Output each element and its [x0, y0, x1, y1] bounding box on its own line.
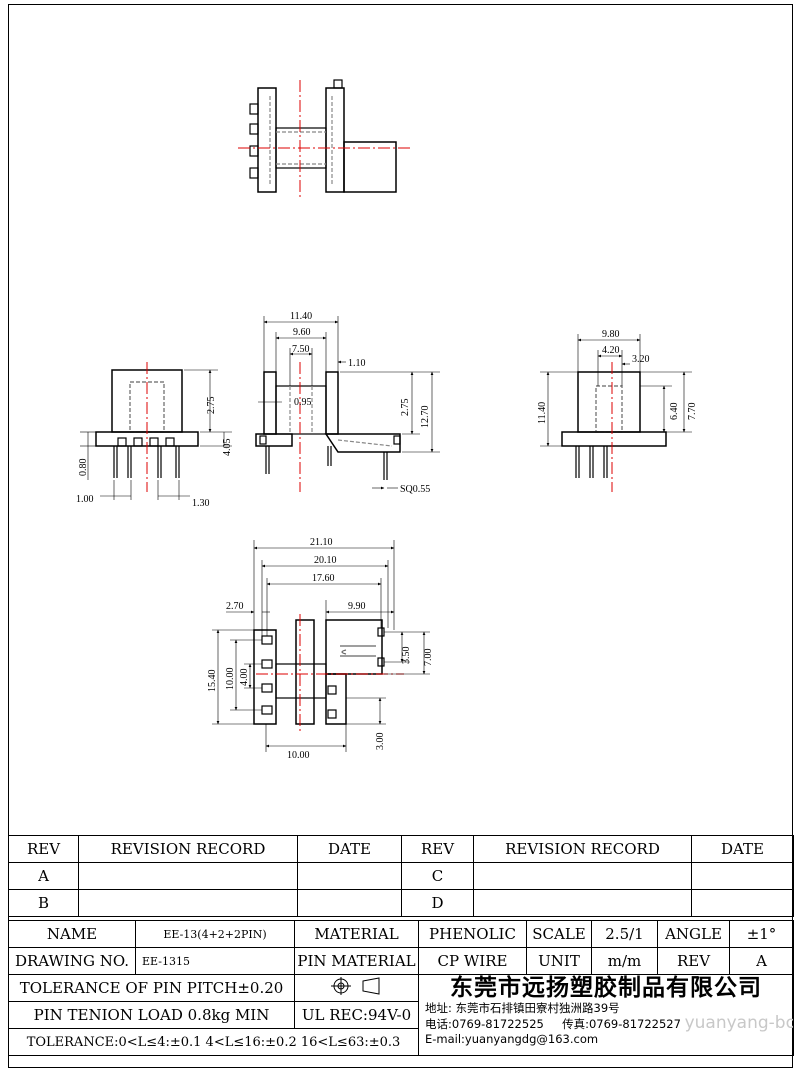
rev-cell: D	[401, 889, 474, 917]
drawing-no-label: DRAWING NO.	[8, 947, 136, 975]
projection-symbol	[294, 974, 419, 1002]
company-phone-fax: 电话:0769-81722525 传真:0769-81722527 yuanya…	[420, 1013, 793, 1033]
bottom-view	[212, 540, 430, 752]
dim-right-h1: 6.40	[669, 403, 680, 421]
record-cell	[78, 862, 298, 890]
scale-value: 2.5/1	[591, 920, 658, 948]
dim-bottom-w6: 10.00	[287, 750, 310, 761]
dim-right-core: 4.20	[602, 345, 620, 356]
dim-side-gap: 0.95	[294, 397, 312, 408]
ul-rating: UL REC:94V-0	[294, 1001, 419, 1029]
side-view	[255, 316, 440, 492]
dim-bottom-h6: 3.00	[375, 733, 386, 751]
dim-bottom-w3: 17.60	[312, 573, 335, 584]
dim-front-pin-b: 1.30	[192, 498, 210, 509]
table-row: A C	[8, 862, 794, 890]
dim-side-core: 7.50	[292, 344, 310, 355]
record-cell	[473, 889, 692, 917]
company-address: 地址: 东莞市石排镇田寮村独洲路39号	[425, 1001, 620, 1015]
right-view	[540, 334, 692, 492]
angle-value: ±1°	[729, 920, 794, 948]
title-block: NAME EE-13(4+2+2PIN) MATERIAL PHENOLIC S…	[8, 920, 794, 1056]
revision-record-header: REVISION RECORD	[78, 835, 298, 863]
dim-bottom-w1: 21.10	[310, 537, 333, 548]
dim-bottom-w2: 20.10	[314, 555, 337, 566]
dim-front-h2: 4.05	[222, 439, 233, 457]
name-value: EE-13(4+2+2PIN)	[135, 920, 295, 948]
front-view	[80, 362, 232, 500]
rev-label: REV	[657, 947, 730, 975]
scale-label: SCALE	[526, 920, 592, 948]
rev-header-2: REV	[401, 835, 474, 863]
watermark: yuanyang-bobbin.com	[684, 1013, 793, 1033]
date-cell	[691, 889, 794, 917]
company-fax: 传真:0769-81722527	[562, 1017, 681, 1031]
dim-bottom-h5: 7.00	[423, 649, 434, 667]
dim-side-inner: 9.60	[293, 327, 311, 338]
rev-header: REV	[8, 835, 79, 863]
revision-record-header-2: REVISION RECORD	[473, 835, 692, 863]
angle-label: ANGLE	[657, 920, 730, 948]
pin-tension: PIN TENION LOAD 0.8kg MIN	[8, 1001, 295, 1029]
unit-value: m/m	[591, 947, 658, 975]
rev-value: A	[729, 947, 794, 975]
material-label: MATERIAL	[294, 920, 419, 948]
date-header: DATE	[297, 835, 402, 863]
tolerance-pitch: TOLERANCE OF PIN PITCH±0.20	[8, 974, 295, 1002]
dim-right-gap: 3.20	[632, 354, 650, 365]
dim-bottom-h3: 4.00	[239, 669, 250, 687]
unit-label: UNIT	[526, 947, 592, 975]
record-cell	[78, 889, 298, 917]
dim-side-pin-sq: SQ0.55	[400, 484, 430, 495]
dim-right-h: 11.40	[537, 402, 548, 424]
pin-material-label: PIN MATERIAL	[294, 947, 419, 975]
company-phone: 电话:0769-81722525	[425, 1017, 544, 1031]
dim-right-h2: 7.70	[687, 403, 698, 421]
dim-side-h1: 2.75	[400, 399, 411, 417]
date-cell	[297, 889, 402, 917]
dim-bottom-h4: 3.50	[401, 647, 412, 665]
dim-front-h1: 2.75	[206, 397, 217, 415]
material-value: PHENOLIC	[418, 920, 527, 948]
dim-front-pin-len: 0.80	[78, 459, 89, 477]
dim-side-total-h: 12.70	[420, 406, 431, 429]
drawing-no-value: EE-1315	[135, 947, 295, 975]
dimension-labels: 11.40 9.60 7.50 1.10 0.95 2.75 12.70 SQ0…	[76, 311, 698, 761]
dim-bottom-h1: 15.40	[207, 670, 218, 693]
dim-right-w: 9.80	[602, 329, 620, 340]
name-label: NAME	[8, 920, 136, 948]
dim-side-width: 11.40	[290, 311, 312, 322]
dim-bottom-h2: 10.00	[225, 668, 236, 691]
date-cell	[691, 862, 794, 890]
top-view	[238, 79, 410, 200]
record-cell	[473, 862, 692, 890]
date-cell	[297, 862, 402, 890]
engineering-drawing: 11.40 9.60 7.50 1.10 0.95 2.75 12.70 SQ0…	[76, 79, 698, 761]
rev-cell: A	[8, 862, 79, 890]
pin-material-value: CP WIRE	[418, 947, 527, 975]
company-email: E-mail:yuanyangdg@163.com	[425, 1032, 599, 1046]
dim-front-pin-a: 1.00	[76, 494, 94, 505]
rev-cell: C	[401, 862, 474, 890]
revision-header-row: REV REVISION RECORD DATE REV REVISION RE…	[8, 835, 794, 863]
company-name: 东莞市远扬塑胶制品有限公司	[450, 975, 762, 1002]
dim-bottom-w5: 2.70	[226, 601, 244, 612]
date-header-2: DATE	[691, 835, 794, 863]
projection-icon	[330, 977, 379, 995]
dim-bottom-w4: 9.90	[348, 601, 366, 612]
dim-side-flange: 1.10	[348, 358, 366, 369]
table-row: B D	[8, 889, 794, 917]
company-block: 东莞市远扬塑胶制品有限公司 地址: 东莞市石排镇田寮村独洲路39号 电话:076…	[418, 974, 794, 1056]
drawing-sheet	[8, 4, 793, 1068]
rev-cell: B	[8, 889, 79, 917]
revision-table: REV REVISION RECORD DATE REV REVISION RE…	[8, 835, 794, 917]
tolerance-ranges: TOLERANCE:0<L≤4:±0.1 4<L≤16:±0.2 16<L≤63…	[8, 1028, 419, 1056]
